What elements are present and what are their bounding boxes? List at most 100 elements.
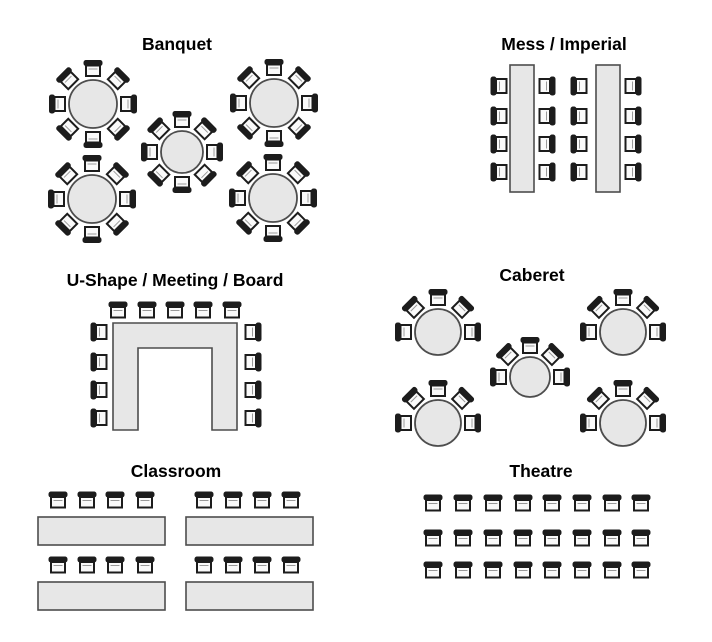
chair-icon xyxy=(49,94,66,114)
chair-icon xyxy=(106,117,130,141)
chair-icon xyxy=(105,212,129,236)
round-table xyxy=(414,399,462,447)
chair-icon xyxy=(635,386,660,411)
chair-icon xyxy=(264,130,284,147)
chair-icon xyxy=(55,162,79,186)
chair-icon xyxy=(193,117,217,141)
chair-icon xyxy=(252,556,272,574)
chair-icon xyxy=(631,561,651,579)
chair-icon xyxy=(542,529,562,547)
chair-icon xyxy=(450,295,475,320)
chair-icon xyxy=(602,561,622,579)
chair-icon xyxy=(120,94,137,114)
chair-icon xyxy=(540,343,564,367)
chair-icon xyxy=(281,491,301,509)
chair-icon xyxy=(423,561,443,579)
chair-icon xyxy=(624,106,642,126)
round-table xyxy=(160,130,204,174)
chair-icon xyxy=(147,117,171,141)
rect-table xyxy=(37,581,166,611)
chair-icon xyxy=(244,408,262,428)
chair-icon xyxy=(542,494,562,512)
chair-icon xyxy=(48,491,68,509)
chair-icon xyxy=(602,494,622,512)
chair-icon xyxy=(613,380,633,397)
chair-icon xyxy=(490,162,508,182)
chair-icon xyxy=(244,352,262,372)
chair-icon xyxy=(77,556,97,574)
chair-icon xyxy=(165,301,185,319)
chair-icon xyxy=(401,386,426,411)
chair-icon xyxy=(56,117,80,141)
chair-icon xyxy=(538,76,556,96)
chair-icon xyxy=(490,367,507,387)
chair-icon xyxy=(580,413,597,433)
round-table xyxy=(599,308,647,356)
chair-icon xyxy=(147,163,171,187)
round-table xyxy=(414,308,462,356)
chair-icon xyxy=(464,413,481,433)
section-banquet: Banquet xyxy=(48,34,318,243)
chair-icon xyxy=(490,76,508,96)
chair-icon xyxy=(286,211,310,235)
chair-icon xyxy=(635,295,660,320)
rect-table xyxy=(37,516,166,546)
chair-icon xyxy=(538,134,556,154)
section-mess-imperial: Mess / Imperial xyxy=(490,34,642,193)
round-table xyxy=(248,173,298,223)
section-caberet: Caberet xyxy=(395,265,666,447)
chair-icon xyxy=(453,494,473,512)
chair-icon xyxy=(83,60,103,77)
chair-icon xyxy=(286,161,310,185)
chair-icon xyxy=(105,162,129,186)
rect-table xyxy=(509,64,535,193)
chair-icon xyxy=(631,494,651,512)
chair-icon xyxy=(252,491,272,509)
chair-icon xyxy=(172,111,192,128)
chair-icon xyxy=(572,494,592,512)
section-title-classroom: Classroom xyxy=(131,461,221,481)
chair-icon xyxy=(423,529,443,547)
chair-icon xyxy=(193,163,217,187)
chair-icon xyxy=(244,380,262,400)
chair-icon xyxy=(542,561,562,579)
section-title-theatre: Theatre xyxy=(509,461,572,481)
chair-icon xyxy=(428,380,448,397)
chair-icon xyxy=(263,225,283,242)
chair-icon xyxy=(586,386,611,411)
chair-icon xyxy=(513,561,533,579)
chair-icon xyxy=(395,413,412,433)
chair-icon xyxy=(141,142,158,162)
chair-icon xyxy=(570,134,588,154)
section-title-u-shape-meeting-board: U-Shape / Meeting / Board xyxy=(67,270,284,290)
chair-icon xyxy=(135,556,155,574)
chair-icon xyxy=(236,161,260,185)
chair-icon xyxy=(48,556,68,574)
section-title-mess-imperial: Mess / Imperial xyxy=(501,34,626,54)
rect-table xyxy=(185,516,314,546)
chair-icon xyxy=(83,131,103,148)
chair-icon xyxy=(453,561,473,579)
chair-icon xyxy=(206,142,223,162)
chair-icon xyxy=(580,322,597,342)
chair-icon xyxy=(453,529,473,547)
chair-icon xyxy=(649,413,666,433)
round-table xyxy=(509,356,551,398)
section-u-shape-meeting-board: U-Shape / Meeting / Board xyxy=(67,270,284,431)
chair-icon xyxy=(194,491,214,509)
chair-icon xyxy=(428,289,448,306)
chair-icon xyxy=(264,59,284,76)
chair-icon xyxy=(586,295,611,320)
chair-icon xyxy=(450,386,475,411)
round-table xyxy=(68,79,118,129)
chair-icon xyxy=(570,162,588,182)
chair-icon xyxy=(105,556,125,574)
chair-icon xyxy=(287,66,311,90)
chair-icon xyxy=(237,66,261,90)
chair-icon xyxy=(624,76,642,96)
chair-icon xyxy=(48,189,65,209)
chair-icon xyxy=(553,367,570,387)
chair-icon xyxy=(82,155,102,172)
